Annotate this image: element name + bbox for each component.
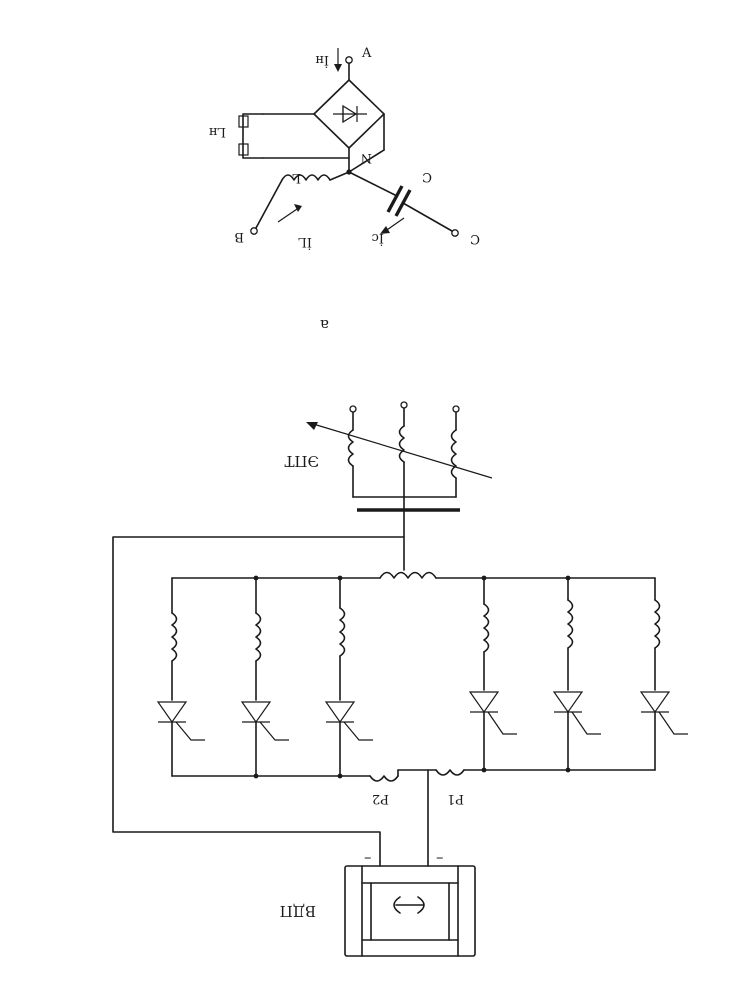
capacitor-current-label: İc bbox=[372, 230, 384, 247]
thyristor-right-1 bbox=[468, 691, 517, 735]
thyristor-left-1 bbox=[156, 701, 205, 741]
inductor-current-arrow bbox=[277, 206, 301, 223]
terminal-a-label: A bbox=[361, 46, 372, 61]
branch-inductor-right-1 bbox=[483, 603, 490, 653]
diagram-b: ЭПТ bbox=[112, 401, 688, 957]
inductor-label: L bbox=[292, 170, 301, 185]
reactor-p2 bbox=[369, 775, 399, 782]
capacitor-c bbox=[386, 185, 412, 217]
diagram-a: A İн Lн N B L bbox=[209, 46, 480, 334]
inductor-current-label: İL bbox=[298, 234, 312, 251]
load-inductance-lower bbox=[238, 143, 249, 156]
reactor-p2-label: Р2 bbox=[372, 791, 389, 806]
transformer-terminal-2 bbox=[400, 401, 408, 409]
diagram-a-caption: а bbox=[320, 316, 329, 334]
thyristor-right-2 bbox=[552, 691, 601, 735]
thyristor-left-2 bbox=[240, 701, 289, 741]
main-reactor bbox=[379, 571, 437, 579]
branch-inductor-left-2 bbox=[255, 612, 262, 662]
reactor-p1-label: Р1 bbox=[447, 791, 464, 806]
terminal-c bbox=[451, 229, 459, 237]
arc-symbol-icon bbox=[393, 896, 425, 914]
capacitor-label: C bbox=[422, 169, 432, 184]
transformer-terminal-3 bbox=[452, 405, 460, 413]
inductor-l bbox=[281, 174, 331, 181]
left-thyristor-group bbox=[156, 575, 373, 779]
branch-inductor-left-3 bbox=[339, 607, 346, 657]
minus-right: – bbox=[436, 848, 444, 866]
transformer-label: ЭПТ bbox=[284, 452, 319, 470]
thyristor-left-3 bbox=[324, 701, 373, 741]
transformer-adjust-arrow bbox=[309, 422, 493, 479]
node-n-label: N bbox=[361, 150, 372, 165]
minus-left: – bbox=[364, 848, 372, 866]
branch-inductor-right-2 bbox=[567, 599, 574, 649]
right-thyristor-group bbox=[463, 575, 688, 773]
branch-inductor-left-1 bbox=[171, 612, 178, 662]
vdp-unit bbox=[344, 861, 476, 957]
rectifier-diode-icon bbox=[333, 104, 367, 124]
thyristor-right-3 bbox=[639, 691, 688, 735]
load-inductance-upper bbox=[238, 115, 249, 128]
reactor-p1 bbox=[435, 769, 465, 776]
transformer-ept: ЭПТ bbox=[284, 401, 493, 512]
branch-inductor-right-3 bbox=[654, 599, 661, 649]
load-inductance-label: Lн bbox=[209, 124, 226, 139]
terminal-b bbox=[250, 227, 258, 235]
transformer-terminal-1 bbox=[349, 405, 357, 413]
vdp-label: ВДП bbox=[280, 902, 316, 920]
load-current-label: İн bbox=[315, 52, 329, 69]
terminal-c-label: C bbox=[470, 231, 480, 246]
terminal-b-label: B bbox=[234, 229, 244, 244]
